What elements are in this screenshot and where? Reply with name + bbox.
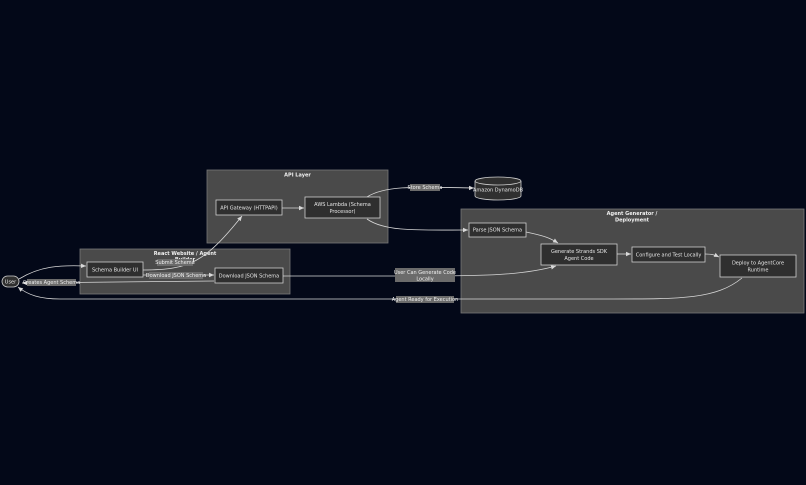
node-aws-lambda: AWS Lambda (Schema Processor) — [304, 196, 381, 219]
edge-schema-builder-to-api-gateway — [142, 215, 243, 271]
svg-text:Download JSON Schema: Download JSON Schema — [146, 273, 206, 279]
svg-text:Creates Agent Schema: Creates Agent Schema — [23, 280, 80, 286]
edge-configure-to-deploy — [704, 252, 720, 258]
svg-text:Runtime: Runtime — [748, 268, 769, 274]
node-schema-builder-ui: Schema Builder UI — [86, 261, 144, 278]
edge-label-creates-agent-schema: Creates Agent Schema — [23, 279, 80, 286]
node-amazon-dynamodb: Amazon DynamoDB — [473, 176, 524, 201]
svg-text:Submit Schema: Submit Schema — [155, 260, 194, 266]
svg-text:Processor): Processor) — [329, 209, 355, 215]
edge-lambda-to-parse — [366, 218, 469, 233]
cluster-api-layer-title: API Layer — [284, 173, 311, 179]
node-parse-json-schema: Parse JSON Schema — [468, 222, 527, 238]
svg-text:Configure and Test Locally: Configure and Test Locally — [636, 253, 702, 259]
svg-text:Download JSON Schema: Download JSON Schema — [219, 274, 279, 280]
edge-lambda-to-dynamodb — [366, 185, 475, 198]
svg-text:Store Schema: Store Schema — [408, 185, 443, 191]
node-user: User — [1, 275, 20, 288]
svg-text:User: User — [5, 280, 17, 286]
edge-label-download-json-schema: Download JSON Schema — [146, 272, 206, 279]
edge-label-agent-ready: Agent Ready for Execution — [392, 296, 459, 303]
node-download-json-schema: Download JSON Schema — [214, 267, 284, 284]
svg-text:Agent Code: Agent Code — [564, 256, 593, 262]
node-api-gateway: API Gateway (HTTPAPI) — [215, 199, 283, 216]
svg-text:API Gateway (HTTPAPI): API Gateway (HTTPAPI) — [220, 206, 278, 212]
svg-text:Locally: Locally — [416, 277, 433, 283]
svg-text:User Can Generate Code: User Can Generate Code — [394, 270, 456, 276]
svg-text:Amazon DynamoDB: Amazon DynamoDB — [473, 188, 524, 194]
svg-text:Deploy to AgentCore: Deploy to AgentCore — [732, 261, 784, 267]
svg-text:Parse JSON Schema: Parse JSON Schema — [473, 228, 522, 234]
svg-text:Schema Builder UI: Schema Builder UI — [92, 268, 138, 274]
edge-label-store-schema: Store Schema — [408, 184, 443, 191]
edge-label-submit-schema: Submit Schema — [155, 259, 195, 266]
cluster-agent-title-line2: Deployment — [615, 218, 650, 224]
cluster-react-title-line1: React Website / Agent — [154, 251, 217, 257]
svg-text:Agent Ready for Execution: Agent Ready for Execution — [392, 297, 459, 303]
svg-text:AWS Lambda (Schema: AWS Lambda (Schema — [314, 202, 371, 208]
edge-parse-to-generate — [525, 231, 559, 244]
edge-deploy-to-user — [17, 277, 743, 300]
cluster-agent-title-line1: Agent Generator / — [607, 211, 658, 217]
node-configure-test-locally: Configure and Test Locally — [631, 246, 706, 263]
svg-text:Generate Strands SDK: Generate Strands SDK — [551, 249, 608, 255]
node-generate-strands-sdk: Generate Strands SDK Agent Code — [540, 243, 618, 266]
edge-user-to-schema-builder — [18, 263, 87, 280]
node-deploy-agentcore: Deploy to AgentCore Runtime — [719, 254, 797, 278]
edge-label-generate-locally: User Can Generate Code Locally — [394, 268, 456, 283]
